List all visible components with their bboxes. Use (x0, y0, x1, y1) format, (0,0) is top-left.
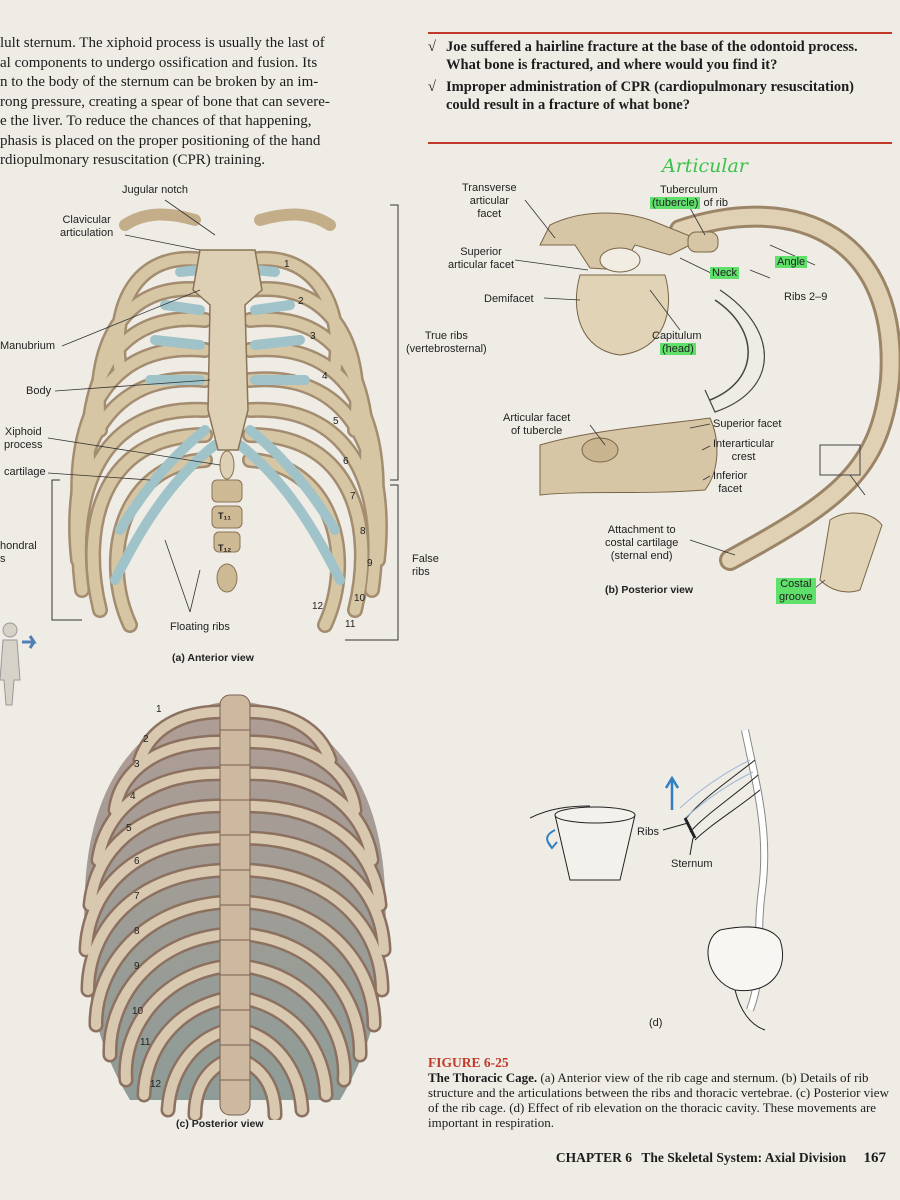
rib-number: 6 (134, 856, 140, 867)
label-t11: T₁₁ (218, 511, 231, 521)
label-cartilage: cartilage (4, 466, 46, 478)
label-tuberculum: Tuberculum (660, 184, 718, 196)
body-line: n to the body of the sternum can be brok… (0, 74, 319, 90)
label-of-rib: of rib (700, 197, 728, 209)
label-inferior-facet: Inferior facet (713, 470, 748, 495)
rib-number: 8 (134, 926, 140, 937)
posterior-ribcage-illustration (78, 694, 392, 1120)
figure-title: The Thoracic Cage. (428, 1070, 538, 1085)
body-line: al components to undergo ossification an… (0, 54, 318, 71)
page-footer: CHAPTER 6 The Skeletal System: Axial Div… (556, 1150, 886, 1167)
caption-d: (d) (649, 1017, 663, 1029)
label-t12: T₁₂ (218, 543, 232, 553)
label-superior-articular-facet: Superior articular facet (448, 246, 515, 271)
label-ribs: Ribs (637, 826, 660, 838)
highlight-tubercle: (tubercle) (650, 197, 701, 209)
label-manubrium: Manubrium (0, 340, 56, 352)
rib-number: 6 (343, 456, 349, 467)
rib-number: 2 (143, 734, 149, 745)
figure-description: The Thoracic Cage. (a) Anterior view of … (428, 1070, 890, 1130)
label-capitulum: Capitulum (652, 330, 702, 342)
rib-number: 5 (333, 416, 339, 427)
rib-number: 3 (134, 759, 140, 770)
highlight-angle: Angle (775, 256, 808, 268)
rib-vertebra-illustration (514, 199, 900, 593)
body-line: rong pressure, creating a spear of bone … (0, 93, 330, 110)
highlight-head: (head) (660, 343, 696, 355)
question-rule-top (428, 32, 892, 34)
label-true-ribs: True ribs (vertebrosternal) (406, 330, 487, 355)
body-pictogram-illustration (0, 622, 37, 706)
rib-number: 7 (350, 491, 356, 502)
check-mark: √ (428, 79, 436, 95)
body-line: rdiopulmonary resuscitation (CPR) traini… (0, 152, 265, 168)
rib-number: 12 (312, 601, 324, 612)
caption-anterior-view: (a) Anterior view (172, 652, 254, 664)
handwritten-note: Articular (662, 155, 748, 177)
figure-number: FIGURE 6-25 (428, 1055, 509, 1070)
rib-number: 10 (132, 1006, 144, 1017)
label-articular-facet-of-tubercle: Articular facet of tubercle (503, 412, 571, 437)
highlight-neck: Neck (710, 267, 740, 279)
body-line: e the liver. To reduce the chances of th… (0, 113, 312, 129)
body-text: lult sternum. The xiphoid process is usu… (0, 34, 398, 171)
caption-posterior-view-c: (c) Posterior view (176, 1118, 264, 1130)
label-transverse-articular-facet: Transverse articular facet (462, 182, 517, 220)
label-body: Body (26, 385, 52, 397)
rib-number: 11 (140, 1037, 151, 1048)
rib-elevation-illustration (530, 729, 784, 1031)
rib-number: 3 (310, 331, 316, 342)
rib-number: 11 (345, 619, 356, 630)
rib-number: 2 (298, 296, 304, 307)
rib-number: 1 (156, 704, 162, 715)
rib-number: 1 (284, 259, 290, 270)
label-jugular-notch: Jugular notch (122, 184, 189, 196)
check-mark: √ (428, 39, 436, 55)
label-neck: Neck (710, 267, 740, 280)
footer-chapter: CHAPTER 6 (555, 1150, 632, 1165)
rib-number: 9 (367, 558, 373, 569)
figure-caption: FIGURE 6-25 The Thoracic Cage. (a) Anter… (428, 1055, 890, 1130)
body-line: lult sternum. The xiphoid process is usu… (0, 35, 325, 51)
anterior-ribcage-illustration (47, 199, 399, 641)
figure-text: (a) Anterior view of the rib cage and st… (428, 1070, 889, 1130)
rib-number: 5 (126, 823, 132, 834)
rib-number: 9 (134, 961, 140, 972)
label-ribs-2-9: Ribs 2–9 (784, 291, 828, 303)
label-xiphoid-process: Xiphoid process (4, 426, 43, 451)
question-box: √ Joe suffered a hairline fracture at th… (428, 38, 890, 118)
question-item: √ Improper administration of CPR (cardio… (428, 78, 890, 114)
page-number: 167 (863, 1150, 887, 1166)
body-line: phasis is placed on the proper positioni… (0, 132, 321, 149)
rib-number: 8 (360, 526, 366, 537)
rib-number: 4 (322, 371, 328, 382)
label-head: (head) (660, 343, 696, 356)
label-demifacet: Demifacet (484, 293, 534, 305)
rib-number: 4 (130, 791, 136, 802)
caption-posterior-view-b: (b) Posterior view (605, 584, 694, 596)
label-sternum: Sternum (671, 858, 713, 870)
label-floating-ribs: Floating ribs (170, 621, 230, 633)
question-rule-bottom (428, 142, 892, 144)
rib-number: 7 (134, 891, 140, 902)
rib-number: 12 (150, 1079, 162, 1090)
label-superior-facet: Superior facet (713, 418, 782, 430)
label-false-ribs: False ribs (412, 553, 439, 578)
label-chondral: hondral s (0, 540, 37, 565)
question-text: Joe suffered a hairline fracture at the … (446, 39, 858, 73)
label-clavicular-articulation: Clavicular articulation (60, 214, 114, 239)
question-text: Improper administration of CPR (cardiopu… (446, 79, 855, 113)
question-item: √ Joe suffered a hairline fracture at th… (428, 38, 890, 74)
rib-number: 10 (354, 593, 366, 604)
label-angle: Angle (775, 256, 808, 269)
footer-title: The Skeletal System: Axial Division (641, 1150, 847, 1165)
label-costal-groove: Costal groove (776, 578, 816, 604)
label-attachment-costal-cartilage: Attachment to costal cartilage (sternal … (605, 524, 679, 562)
label-interarticular-crest: Interarticular crest (713, 438, 775, 463)
label-tubercle-of-rib: (tubercle) of rib (650, 197, 728, 210)
